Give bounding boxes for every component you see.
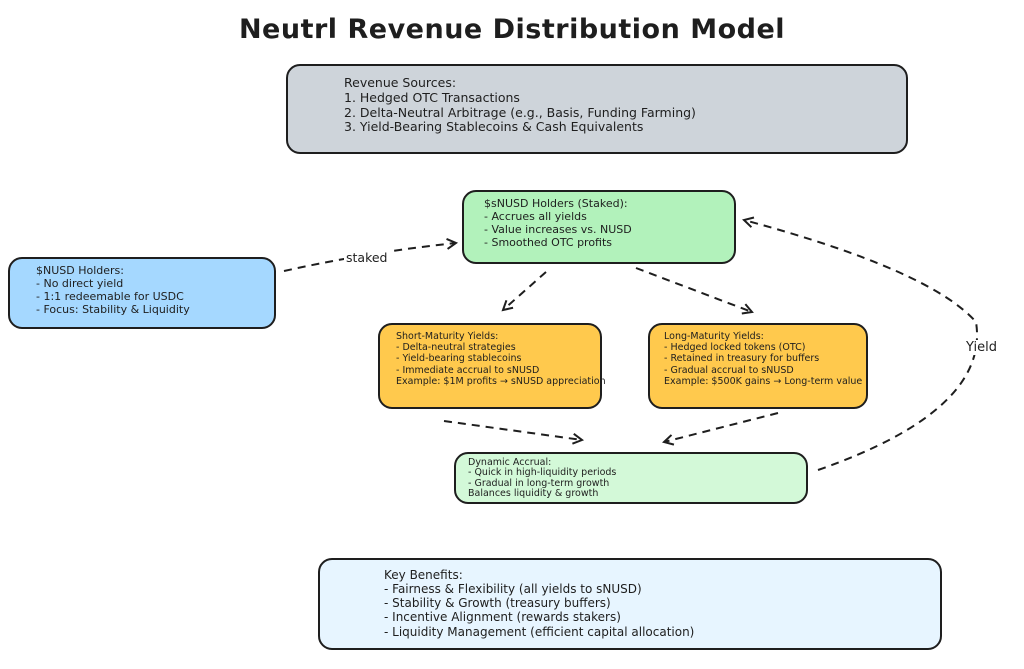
long-maturity-item: Retained in treasury for buffers (664, 353, 866, 364)
revenue-sources-heading: Revenue Sources: (344, 75, 457, 90)
dynamic-accrual-item: Quick in high-liquidity periods (468, 467, 806, 478)
short-maturity-item: Delta-neutral strategies (396, 342, 600, 353)
arrow-label-staked: staked (344, 250, 390, 265)
short-maturity-heading: Short-Maturity Yields: (396, 331, 499, 342)
arrow-snusd-to-long (635, 267, 752, 312)
nusd-holders-heading: $NUSD Holders: (36, 264, 124, 277)
key-benefits-item: Liquidity Management (efficient capital … (384, 625, 940, 639)
dynamic-accrual-item: Gradual in long-term growth (468, 478, 806, 489)
snusd-holders-item: Smoothed OTC profits (484, 236, 734, 250)
arrow-label-yield: Yield (964, 340, 999, 355)
diagram-title: Neutrl Revenue Distribution Model (238, 14, 786, 45)
revenue-source-item: 2. Delta-Neutral Arbitrage (e.g., Basis,… (344, 104, 696, 120)
short-maturity-yields-box: Short-Maturity Yields: Delta-neutral str… (378, 323, 606, 409)
revenue-sources-box: Revenue Sources: 1. Hedged OTC Transacti… (286, 64, 908, 154)
key-benefits-item: Incentive Alignment (rewards stakers) (384, 610, 940, 624)
nusd-holders-box: $NUSD Holders: No direct yield 1:1 redee… (8, 257, 276, 329)
key-benefits-heading: Key Benefits: (384, 568, 463, 582)
dynamic-accrual-heading: Dynamic Accrual: (468, 457, 552, 468)
short-maturity-item: Yield-bearing stablecoins (396, 353, 600, 364)
revenue-source-item: 1. Hedged OTC Transactions (344, 89, 520, 105)
key-benefits-item: Fairness & Flexibility (all yields to sN… (384, 582, 940, 596)
nusd-holders-item: No direct yield (36, 277, 274, 291)
short-maturity-example: Example: $1M profits → sNUSD appreciatio… (396, 375, 606, 387)
revenue-source-item: 3. Yield-Bearing Stablecoins & Cash Equi… (344, 119, 644, 135)
arrow-dynamic-to-snusd-yield (744, 220, 979, 471)
long-maturity-yields-box: Long-Maturity Yields: Hedged locked toke… (648, 323, 868, 409)
arrow-short-to-dynamic (443, 420, 582, 440)
nusd-holders-item: Focus: Stability & Liquidity (36, 303, 274, 317)
long-maturity-heading: Long-Maturity Yields: (664, 331, 764, 342)
arrow-snusd-to-short (503, 271, 547, 310)
long-maturity-item: Gradual accrual to sNUSD (664, 365, 866, 376)
short-maturity-item: Immediate accrual to sNUSD (396, 365, 600, 376)
snusd-holders-item: Accrues all yields (484, 210, 734, 224)
dynamic-accrual-box: Dynamic Accrual: Quick in high-liquidity… (454, 452, 808, 504)
key-benefits-box: Key Benefits: Fairness & Flexibility (al… (318, 558, 942, 650)
snusd-holders-item: Value increases vs. NUSD (484, 223, 734, 237)
snusd-holders-box: $sNUSD Holders (Staked): Accrues all yie… (462, 190, 736, 264)
arrow-long-to-dynamic (664, 412, 779, 442)
key-benefits-item: Stability & Growth (treasury buffers) (384, 596, 940, 610)
nusd-holders-item: 1:1 redeemable for USDC (36, 290, 274, 304)
long-maturity-example: Example: $500K gains → Long-term value (664, 375, 863, 387)
snusd-holders-heading: $sNUSD Holders (Staked): (484, 197, 628, 210)
dynamic-accrual-footer: Balances liquidity & growth (468, 488, 599, 500)
long-maturity-item: Hedged locked tokens (OTC) (664, 342, 866, 353)
